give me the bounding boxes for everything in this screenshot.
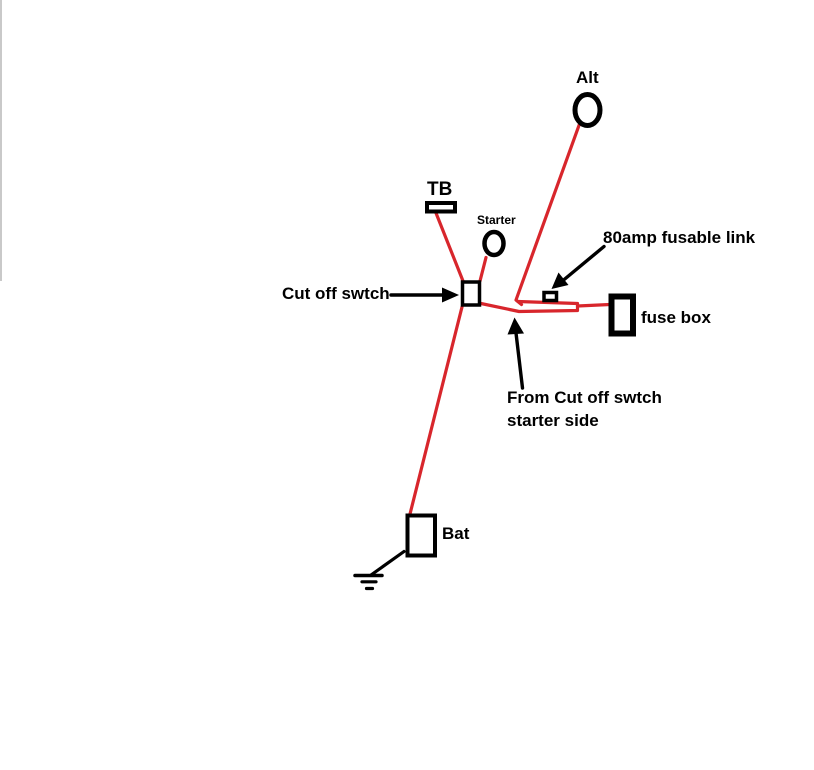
tb-terminal-box: [425, 201, 457, 214]
fusable-link-label: 80amp fusable link: [603, 228, 756, 247]
from-note-arrow-shaft: [514, 331, 525, 390]
wire-switch-to-junction-loop: [479, 299, 580, 314]
from-note-line1: From Cut off swtch: [507, 388, 662, 407]
wire-switch-to-battery: [408, 305, 464, 516]
from-note-arrow: [507, 317, 525, 390]
starter-label: Starter: [477, 213, 516, 227]
canvas-edge-line: [0, 0, 2, 281]
cutoff-switch-box: [460, 280, 482, 307]
from-note-arrow-head: [507, 317, 524, 335]
fusable-link-box: [542, 290, 559, 303]
ground-lead-line: [369, 549, 406, 577]
fuse-box-label: fuse box: [641, 308, 711, 327]
fusable-link-arrow-shaft: [561, 244, 606, 283]
alt-label: Alt: [576, 68, 599, 87]
cutoff-switch-arrow: [389, 287, 459, 303]
from-note-line2: starter side: [507, 411, 599, 430]
ground-symbol: [353, 549, 406, 591]
fusable-link-arrow-head: [551, 272, 569, 289]
cutoff-switch-arrow-head: [442, 287, 459, 303]
wire-tb-to-switch: [434, 211, 465, 283]
fusable-link-arrow: [551, 244, 606, 289]
wire-junction-to-fusebox: [575, 302, 612, 308]
wire-alt-to-junction: [514, 122, 582, 307]
wire-starter-to-switch: [478, 255, 488, 283]
battery-box: [405, 513, 437, 558]
starter-circle: [482, 229, 506, 258]
cutoff-switch-label: Cut off swtch: [282, 284, 390, 303]
battery-label: Bat: [442, 524, 470, 543]
alternator-circle: [572, 92, 603, 128]
fuse-box-box: [608, 293, 636, 337]
tb-label: TB: [427, 179, 453, 200]
